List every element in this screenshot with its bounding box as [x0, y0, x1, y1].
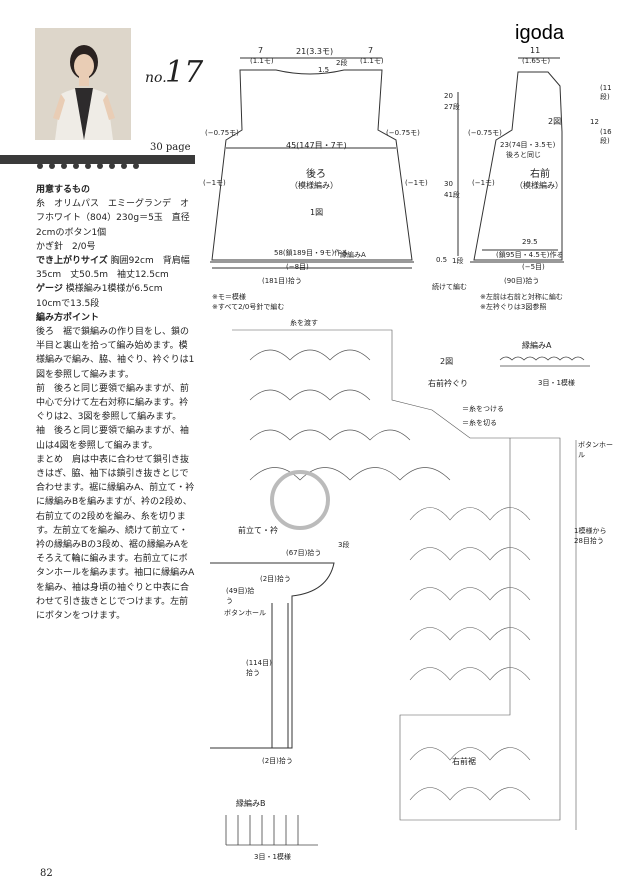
front-hem-sub: (鎖95目・4.5モ)作る: [496, 251, 564, 259]
back-under-left: (−8目): [286, 263, 309, 271]
front-top: 11: [530, 46, 541, 55]
back-side-left: (−1モ): [203, 179, 226, 187]
collar-pick-2-top: (2目)拾う: [260, 575, 291, 583]
back-dim-top-left: 7: [258, 46, 264, 55]
size-text: 胸囲92cm 背肩幅35cm 丈50.5m 袖丈12.5cm: [36, 256, 190, 281]
front-pickup: (90目)拾う: [504, 277, 540, 285]
gauge-text: 模様編み1模様が6.5cm 10cmで13.5段: [36, 284, 172, 309]
back-label-sub: （模様編み）: [290, 181, 338, 190]
point-finishing: まとめ 肩は中表に合わせて鎖引き抜きはぎ、脇、袖下は鎖引き抜きとじで合わせます。…: [36, 454, 195, 622]
page-number: 82: [40, 868, 53, 879]
continue-note: 続けて編む: [432, 283, 467, 291]
back-label: 後ろ: [306, 169, 326, 180]
collar-pick-114: (114目)拾う: [246, 659, 272, 677]
chart-right-hem: 右前裾: [452, 757, 476, 766]
note-left-neck: ※左衿ぐりは3図参照: [480, 303, 547, 311]
front-mid: 23(74目・3.5モ): [500, 141, 556, 149]
materials-hook: かぎ針 2/0号: [36, 241, 96, 252]
edge-rows: 1段: [452, 257, 464, 265]
back-fig: 1図: [310, 208, 324, 217]
collar-rows-3: 3段: [338, 541, 350, 549]
collar-pick-49: (49目)拾う: [226, 587, 255, 605]
collar-buttonhole: ボタンホール: [224, 609, 266, 617]
back-edging: 縁編みA: [340, 251, 366, 259]
page-reference: 30 page: [150, 142, 191, 153]
front-label: 右前: [530, 169, 550, 180]
edging-a-title: 縁編みA: [522, 341, 552, 350]
back-piece-outline: [211, 69, 413, 261]
size-heading: でき上がりサイズ: [36, 256, 108, 267]
collar-strip-outline: [210, 562, 335, 749]
height-lower: 30: [444, 180, 453, 188]
yarn-ball-icon: [270, 470, 330, 530]
pattern-number: 17: [165, 55, 204, 90]
back-neck-depth: 1.5: [318, 66, 330, 74]
chart-repeat-pick: 1模様から28目拾う: [574, 527, 607, 545]
edging-b-repeat: 3目・1模様: [254, 853, 291, 861]
back-dim-top-right: 7: [368, 46, 374, 55]
edging-a-repeat: 3目・1模様: [538, 379, 575, 387]
front-fig: 2図: [548, 117, 562, 126]
back-neck-rows: 2段: [336, 59, 348, 67]
collar-title: 前立て・衿: [238, 526, 278, 535]
materials-heading: 用意するもの: [36, 185, 91, 195]
front-hem: 29.5: [522, 238, 538, 246]
model-photo: [35, 28, 131, 140]
front-same-as-back: 後ろと同じ: [506, 151, 541, 159]
height-upper-rows: 27段: [444, 103, 460, 111]
gauge-heading: ゲージ: [36, 284, 63, 295]
front-side: (−1モ): [472, 179, 495, 187]
legend-join: ＝糸をつける: [462, 405, 504, 413]
front-top-sub: (1.65モ): [522, 57, 551, 65]
back-width: 45(147目・7モ): [286, 141, 347, 150]
point-back: 後ろ 裾で鎖編みの作り目をし、鎖の半目と裏山を拾って編み始めます。模様編みで編み…: [36, 327, 195, 380]
collar-pick-2-bottom: (2目)拾う: [262, 757, 293, 765]
front-shoulder: (−0.75モ): [468, 129, 502, 137]
front-neck-depth: 12: [590, 118, 599, 126]
back-shoulder-right: (−0.75モ): [386, 129, 420, 137]
back-dim-top-mid: 21(3.3モ): [296, 47, 334, 56]
front-neck-rows: (16段): [600, 128, 612, 145]
back-pickup: (181目)拾う: [262, 277, 302, 285]
lace-stitch-fans: [249, 349, 531, 801]
front-piece-outline: [473, 71, 563, 261]
back-shoulder-left: (−0.75モ): [205, 129, 239, 137]
back-side-right: (−1モ): [405, 179, 428, 187]
height-upper: 20: [444, 92, 453, 100]
point-sleeve: 袖 後ろと同じ要領で編みますが、袖山は4図を参照して編みます。: [36, 426, 189, 451]
lace-chart-border: [232, 329, 561, 821]
note-left-front: ※左前は右前と対称に編む: [480, 293, 563, 301]
chart-right-neck: 右前衿ぐり: [428, 379, 468, 388]
back-hem: 58(鎖189目・9モ)作る: [274, 249, 349, 257]
note-stitch: ※モ＝模様: [212, 293, 246, 301]
instructions-text: 用意するもの 糸 オリムパス エミーグランデ オフホワイト（804）230g＝5…: [36, 183, 196, 623]
note-hook: ※すべて2/0号針で編む: [212, 303, 285, 311]
front-under: (−5目): [522, 263, 545, 271]
back-dim-top-right-sub: (1.1モ): [360, 57, 384, 65]
front-neck-top: (11段): [600, 84, 612, 101]
chart-fig2: 2図: [440, 357, 454, 366]
legend-cut: ＝糸を切る: [462, 419, 497, 427]
collar-pick-67: (67目)拾う: [286, 549, 322, 557]
edge-height: 0.5: [436, 256, 448, 264]
chart-buttonhole: ボタンホール: [578, 441, 613, 459]
back-dim-top-left-sub: (1.1モ): [250, 57, 274, 65]
pattern-number-prefix: no.: [145, 70, 167, 86]
point-front: 前 後ろと同じ要領で編みますが、前中心で分けて左右対称に編みます。衿ぐりは2、3…: [36, 383, 189, 423]
watermark: igoda: [515, 22, 564, 44]
edging-b-title: 縁編みB: [236, 799, 266, 808]
chart-start-thread: 糸を渡す: [290, 319, 318, 327]
lace-band: [0, 155, 195, 171]
front-label-sub: （模様編み）: [515, 181, 563, 190]
points-heading: 編み方ポイント: [36, 312, 100, 323]
materials-yarn: 糸 オリムパス エミーグランデ オフホワイト（804）230g＝5玉 直径2cm…: [36, 199, 190, 238]
height-lower-rows: 41段: [444, 191, 460, 199]
